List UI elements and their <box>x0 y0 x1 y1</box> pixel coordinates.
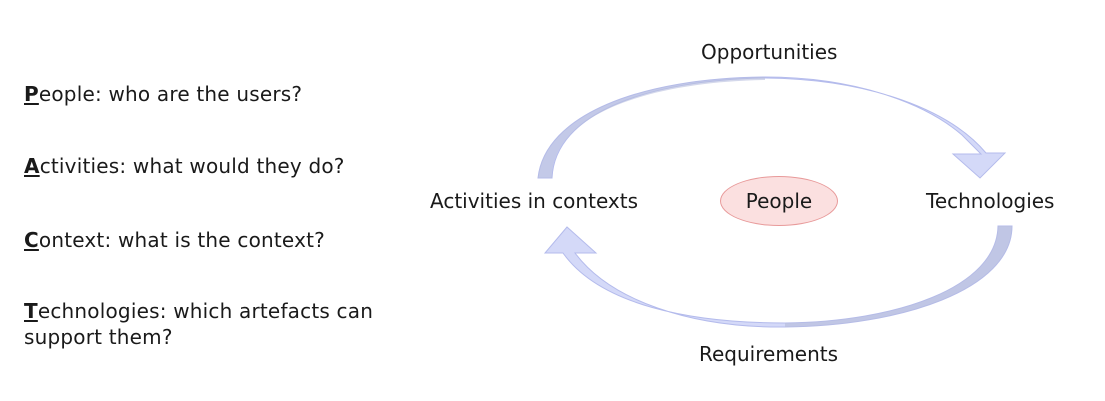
pact-item-technologies: Technologies: which artefacts can suppor… <box>24 298 374 350</box>
activities-in-contexts-label: Activities in contexts <box>430 189 638 213</box>
requirements-label: Requirements <box>699 342 839 366</box>
pact-item-context: Context: what is the context? <box>24 227 374 253</box>
bottom-cycle-arrow <box>543 225 1013 328</box>
technologies-label: Technologies <box>926 189 1055 213</box>
pact-letter: T <box>24 299 38 323</box>
pact-letter: A <box>24 154 40 178</box>
people-node: People <box>720 176 838 226</box>
pact-letter: P <box>24 82 39 106</box>
pact-letter: C <box>24 228 39 252</box>
top-cycle-arrow <box>537 76 1007 179</box>
people-label: People <box>745 189 813 213</box>
pact-text: eople: who are the users? <box>38 82 303 106</box>
pact-item-people: People: who are the users? <box>24 81 374 107</box>
opportunities-label: Opportunities <box>701 40 838 64</box>
pact-text: ontext: what is the context? <box>38 228 325 252</box>
pact-text: echnologies: which artefacts can support… <box>24 299 374 349</box>
pact-text: ctivities: what would they do? <box>39 154 345 178</box>
pact-item-activities: Activities: what would they do? <box>24 153 374 179</box>
